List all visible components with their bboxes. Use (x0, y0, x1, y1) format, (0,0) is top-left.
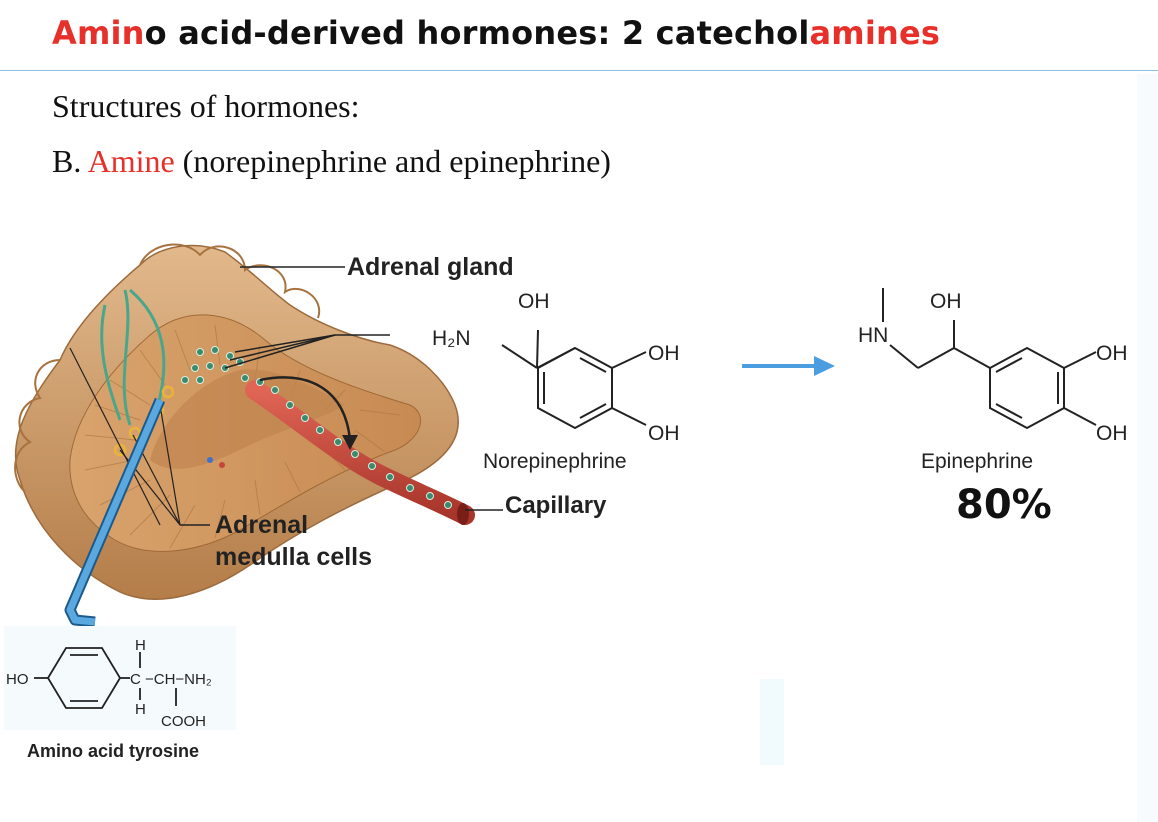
structures-heading: Structures of hormones: (52, 88, 360, 124)
epinephrine-percent: 80% (956, 482, 1052, 528)
nor-oh-top: OH (518, 290, 550, 313)
slide-title: Amino acid-derived hormones: 2 catechola… (52, 14, 940, 52)
gland-lobes-left (14, 359, 61, 493)
tyr-cooh: COOH (161, 713, 206, 730)
gland-medulla (150, 369, 345, 469)
tyrosine-label: Amino acid tyrosine (27, 741, 200, 761)
epi-oh-right1: OH (1096, 342, 1128, 365)
secretion-arrow (259, 376, 352, 441)
epi-oh-top: OH (930, 290, 962, 313)
title-text: o acid-derived hormones: 2 catechol (144, 14, 810, 52)
norepinephrine-label: Norepinephrine (483, 450, 627, 473)
tyr-h-bottom: H (135, 701, 146, 718)
adrenal-gland-label: Adrenal gland (347, 253, 514, 281)
faint-panel (760, 679, 784, 765)
title-highlight-amino: Amin (52, 14, 145, 52)
epi-amine: HN (858, 324, 888, 347)
title-divider (0, 70, 1158, 71)
amine-line-rest: (norepinephrine and epinephrine) (174, 143, 611, 179)
nor-oh-right1: OH (648, 342, 680, 365)
conversion-arrow-icon (742, 356, 835, 376)
medulla-label-line1: Adrenal (215, 511, 309, 539)
adrenal-gland-illustration (14, 243, 475, 628)
tyr-chain: C −CH−NH₂ (130, 671, 212, 688)
title-highlight-amines: amines (809, 14, 941, 52)
amine-line-prefix: B. (52, 143, 88, 179)
nor-oh-right2: OH (648, 422, 680, 445)
vesicles (181, 346, 452, 509)
amine-line: B. Amine (norepinephrine and epinephrine… (52, 143, 611, 180)
tyr-ho: HO (6, 671, 29, 688)
tyr-h-top: H (135, 637, 146, 654)
amine-highlight: Amine (87, 143, 175, 179)
nor-amine: H₂N (432, 327, 470, 350)
capillary (245, 380, 475, 525)
side-panel (1137, 74, 1158, 822)
epinephrine-label: Epinephrine (921, 450, 1034, 473)
medulla-label-line2: medulla cells (215, 543, 373, 571)
tyrosine-structure: HO H C −CH−NH₂ H COOH (6, 637, 212, 730)
capillary-opening (457, 503, 469, 525)
epinephrine-structure: OH HN OH OH (858, 288, 1128, 445)
capillary-label: Capillary (505, 492, 607, 519)
capillary-leader (465, 509, 503, 511)
nerve-fiber (129, 288, 166, 406)
nerve-fiber (100, 304, 122, 421)
gland-lobes (139, 243, 321, 319)
epi-oh-right2: OH (1096, 422, 1128, 445)
norepinephrine-structure: OH H₂N OH OH (432, 290, 680, 445)
adrenal-medulla-label: Adrenal medulla cells (215, 509, 372, 573)
nerve-fiber (122, 289, 132, 426)
